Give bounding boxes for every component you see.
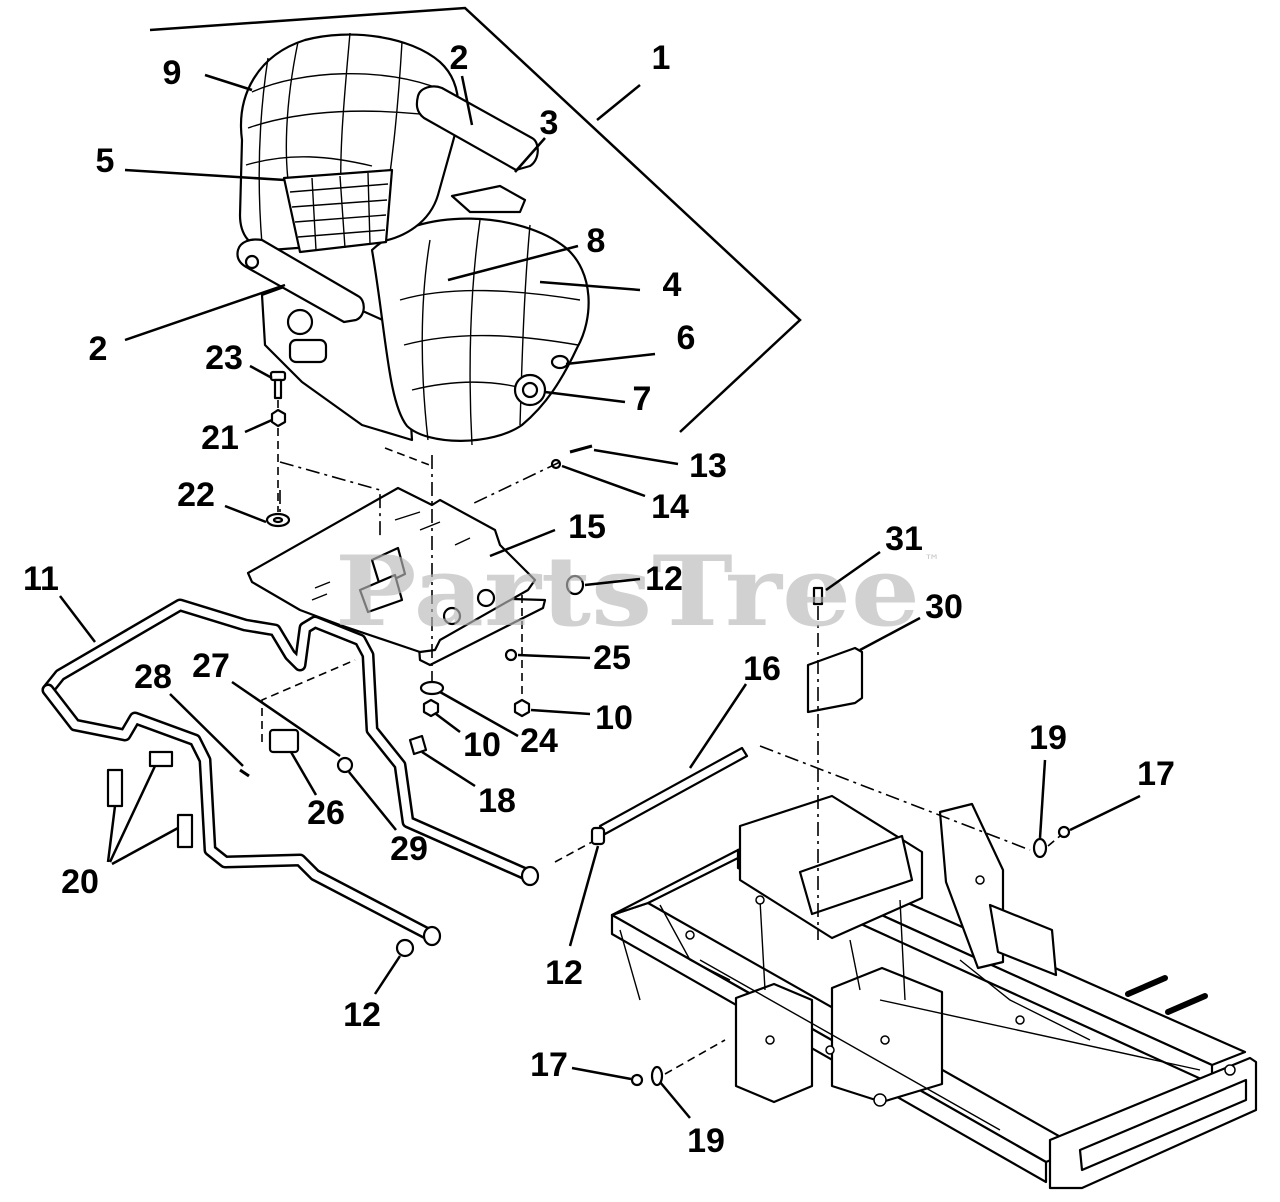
leader-line bbox=[568, 845, 600, 947]
tractor-frame bbox=[610, 794, 1258, 1190]
seat-pads bbox=[106, 750, 194, 849]
leader-line bbox=[124, 283, 286, 342]
leader-line bbox=[825, 550, 881, 592]
callout-27: 27 bbox=[192, 647, 230, 685]
leader-line bbox=[1069, 794, 1141, 832]
callout-19-bottom: 19 bbox=[687, 1122, 725, 1160]
leader-line bbox=[289, 751, 318, 796]
leader-line bbox=[373, 955, 402, 995]
leader-line bbox=[544, 390, 626, 404]
callout-11: 11 bbox=[23, 560, 59, 598]
leader-line bbox=[106, 805, 117, 863]
leader-line bbox=[447, 244, 579, 282]
leader-line bbox=[348, 771, 397, 831]
callout-2-top: 2 bbox=[450, 39, 469, 77]
callout-28: 28 bbox=[134, 658, 172, 696]
callout-17-right: 17 bbox=[1137, 755, 1175, 793]
watermark: PartsTree ™ bbox=[335, 535, 940, 648]
leader-line bbox=[593, 448, 679, 466]
callout-7: 7 bbox=[633, 380, 652, 418]
callout-25: 25 bbox=[593, 639, 631, 677]
leader-line bbox=[596, 84, 641, 121]
pivot-rod bbox=[590, 746, 749, 846]
callout-10-middle: 10 bbox=[463, 726, 501, 764]
callout-23: 23 bbox=[205, 339, 243, 377]
callout-22: 22 bbox=[177, 476, 215, 514]
leader-line bbox=[439, 690, 519, 738]
leader-line bbox=[859, 616, 921, 652]
callout-12-rod: 12 bbox=[545, 954, 583, 992]
callout-1: 1 bbox=[652, 39, 671, 77]
callout-5: 5 bbox=[96, 142, 115, 180]
leader-line bbox=[204, 73, 253, 92]
leader-line bbox=[421, 750, 476, 788]
exploded-view-lines bbox=[261, 400, 1061, 1075]
leader-line bbox=[460, 75, 474, 126]
seat-mounting-hardware bbox=[265, 370, 593, 756]
leader-line bbox=[514, 137, 546, 173]
callout-29: 29 bbox=[390, 830, 428, 868]
callout-13: 13 bbox=[689, 447, 727, 485]
leader-line bbox=[561, 464, 646, 498]
leader-line bbox=[688, 683, 748, 769]
callout-16: 16 bbox=[743, 650, 781, 688]
leader-line bbox=[571, 1066, 632, 1081]
leader-line bbox=[249, 364, 273, 380]
watermark-text: PartsTree bbox=[335, 535, 920, 648]
leader-line bbox=[244, 418, 273, 434]
callout-6: 6 bbox=[677, 319, 696, 357]
callout-17-bottom: 17 bbox=[530, 1046, 568, 1084]
washers-clips bbox=[630, 825, 1071, 1087]
callout-14: 14 bbox=[651, 488, 689, 526]
seat bbox=[236, 32, 590, 446]
callout-4: 4 bbox=[663, 266, 682, 304]
seat-support-tube bbox=[41, 598, 540, 947]
callout-20: 20 bbox=[61, 863, 99, 901]
leader-line bbox=[108, 765, 157, 863]
seat-mounting-plate bbox=[246, 486, 547, 667]
leader-line bbox=[169, 693, 244, 767]
seat-switch-parts bbox=[239, 728, 415, 958]
leader-line bbox=[59, 595, 96, 643]
callout-18: 18 bbox=[478, 782, 516, 820]
leader-line bbox=[224, 504, 267, 524]
leader-line bbox=[231, 680, 341, 758]
leader-line bbox=[530, 708, 591, 716]
callout-labels: 1 2 3 9 5 8 4 2 6 7 23 21 22 13 14 15 12… bbox=[23, 39, 1175, 1160]
leader-line bbox=[565, 352, 656, 366]
leader-line bbox=[659, 1081, 691, 1119]
leader-line bbox=[111, 826, 179, 866]
callout-12-tube: 12 bbox=[343, 996, 381, 1034]
callout-15: 15 bbox=[568, 508, 606, 546]
callout-19-right: 19 bbox=[1029, 719, 1067, 757]
watermark-trademark: ™ bbox=[924, 551, 940, 570]
callout-30: 30 bbox=[925, 588, 963, 626]
callout-31: 31 bbox=[885, 520, 923, 558]
leader-lines bbox=[59, 73, 1141, 1119]
leader-line bbox=[584, 577, 641, 587]
callout-2-left: 2 bbox=[89, 330, 108, 368]
callout-21: 21 bbox=[201, 419, 239, 457]
callout-10-right: 10 bbox=[595, 699, 633, 737]
leader-line bbox=[489, 528, 556, 558]
bracket-30 bbox=[806, 586, 864, 714]
callout-9: 9 bbox=[163, 54, 182, 92]
callout-8: 8 bbox=[587, 222, 606, 260]
callout-26: 26 bbox=[307, 794, 345, 832]
leader-line bbox=[1038, 759, 1047, 839]
callout-3: 3 bbox=[540, 104, 559, 142]
assembly-bracket-line bbox=[149, 6, 802, 433]
leader-line bbox=[517, 653, 591, 660]
leader-line bbox=[124, 168, 286, 182]
callout-12-plate: 12 bbox=[645, 560, 683, 598]
leader-line bbox=[435, 713, 461, 733]
callout-24: 24 bbox=[520, 722, 558, 760]
leader-line bbox=[539, 280, 641, 292]
